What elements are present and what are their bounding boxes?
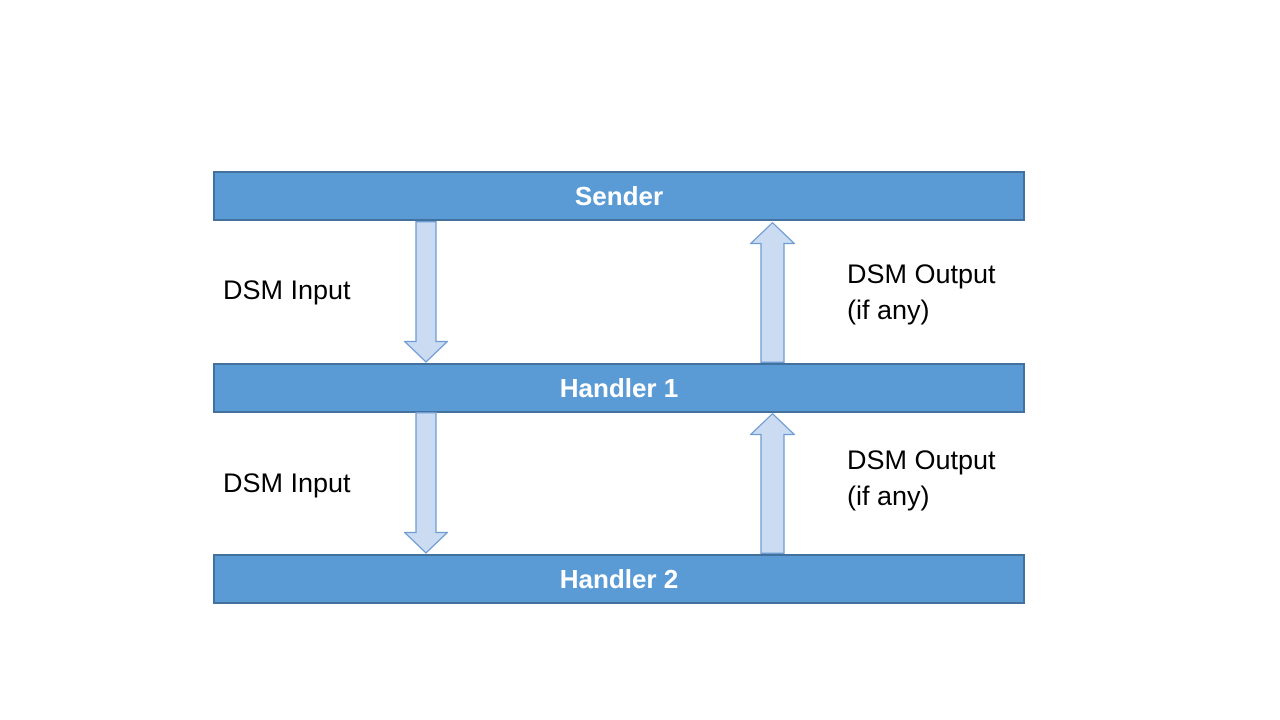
dsm-output-label-2-line2: (if any)	[847, 481, 930, 511]
dsm-input-label-2: DSM Input	[223, 465, 351, 501]
handler-2-box: Handler 2	[213, 554, 1025, 604]
up-arrow-icon	[750, 222, 795, 363]
up-arrow-icon	[750, 413, 795, 554]
dsm-input-label-1-text: DSM Input	[223, 275, 351, 305]
dsm-input-label-1: DSM Input	[223, 272, 351, 308]
dsm-output-label-2: DSM Output (if any)	[847, 442, 996, 514]
dsm-output-label-1: DSM Output (if any)	[847, 256, 996, 328]
handler-1-box-label: Handler 1	[559, 373, 679, 403]
handler-1-box: Handler 1	[213, 363, 1025, 413]
handler-2-box-label: Handler 2	[559, 564, 679, 594]
dsm-output-label-1-line1: DSM Output	[847, 259, 996, 289]
dsm-input-label-2-text: DSM Input	[223, 468, 351, 498]
down-arrow-icon	[404, 412, 448, 554]
dsm-output-label-1-line2: (if any)	[847, 295, 930, 325]
sender-box-label: Sender	[574, 181, 664, 211]
down-arrow-icon	[404, 221, 448, 363]
dsm-output-label-2-line1: DSM Output	[847, 445, 996, 475]
sender-box: Sender	[213, 171, 1025, 221]
